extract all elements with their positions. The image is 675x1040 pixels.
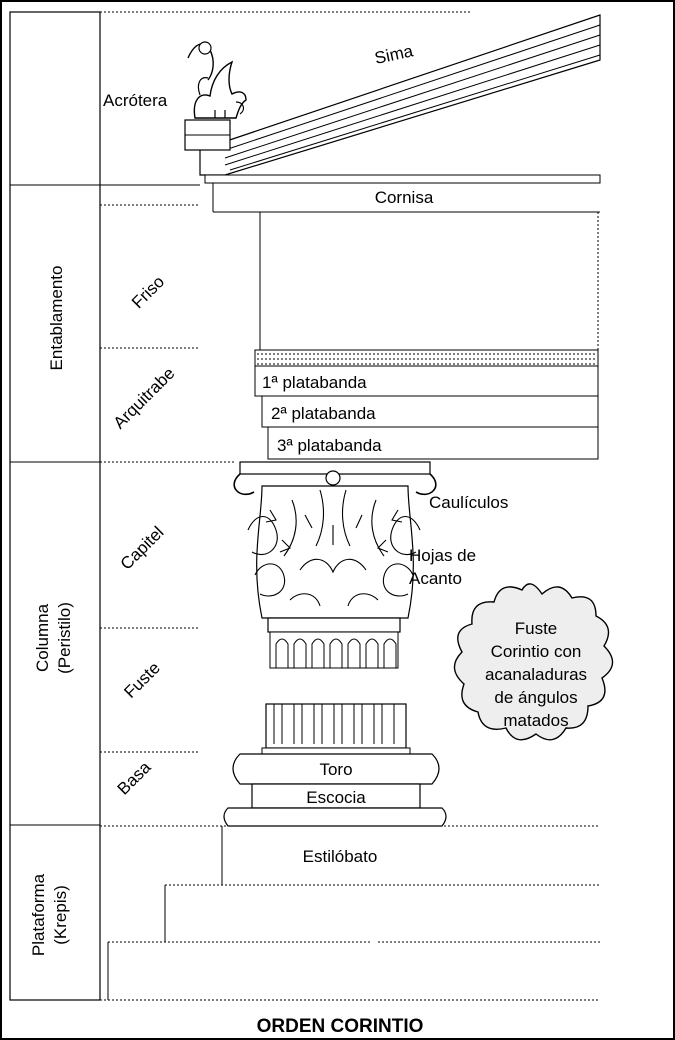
callout-line-4: de ángulos — [494, 688, 577, 707]
label-platabanda-2: 2ª platabanda — [271, 404, 376, 423]
sima-roof — [184, 14, 601, 176]
label-caulicolos: Caulículos — [429, 493, 508, 512]
group-label-columna: Columna — [33, 603, 52, 672]
subpart-label-friso: Friso — [128, 272, 168, 312]
fuste-drawing — [261, 703, 411, 755]
label-acanto: Acanto — [409, 569, 462, 588]
label-sima: Sima — [373, 41, 415, 68]
group-label-krepis: (Krepis) — [51, 885, 70, 945]
friso-block — [259, 212, 599, 350]
cornisa-block — [204, 174, 601, 213]
label-toro: Toro — [319, 760, 352, 779]
label-estilobato: Estilóbato — [303, 847, 378, 866]
group-label-plataforma: Plataforma — [29, 873, 48, 956]
callout-line-5: matados — [503, 711, 568, 730]
callout-badge — [453, 583, 614, 741]
plataforma-steps — [100, 825, 600, 1001]
capital-flutes — [269, 631, 399, 669]
label-platabanda-3: 3ª platabanda — [277, 436, 382, 455]
subpart-label-acrotera: Acrótera — [103, 91, 168, 110]
label-platabanda-1: 1ª platabanda — [262, 373, 367, 392]
acanthus-leaves — [247, 489, 421, 607]
callout-line-2: Corintio con — [491, 642, 582, 661]
label-hojas-de: Hojas de — [409, 546, 476, 565]
group-label-entablamento: Entablamento — [47, 266, 66, 371]
basa-drawing — [223, 753, 447, 827]
callout-line-1: Fuste — [515, 619, 558, 638]
subpart-column-lines — [100, 11, 470, 753]
callout-line-3: acanaladuras — [485, 665, 587, 684]
arquitrabe-block — [254, 349, 599, 460]
group-label-peristilo: (Peristilo) — [55, 602, 74, 674]
left-group-column — [9, 11, 101, 1001]
subpart-label-fuste: Fuste — [120, 658, 164, 702]
subpart-label-basa: Basa — [114, 757, 155, 798]
subpart-label-capitel: Capitel — [117, 523, 168, 574]
capitel-drawing — [233, 461, 437, 669]
acroterion-figure — [187, 41, 247, 119]
subpart-label-arquitrabe: Arquitrabe — [110, 364, 179, 433]
diagram-title: ORDEN CORINTIO — [257, 1016, 424, 1037]
label-cornisa: Cornisa — [375, 188, 434, 207]
label-escocia: Escocia — [306, 788, 366, 807]
